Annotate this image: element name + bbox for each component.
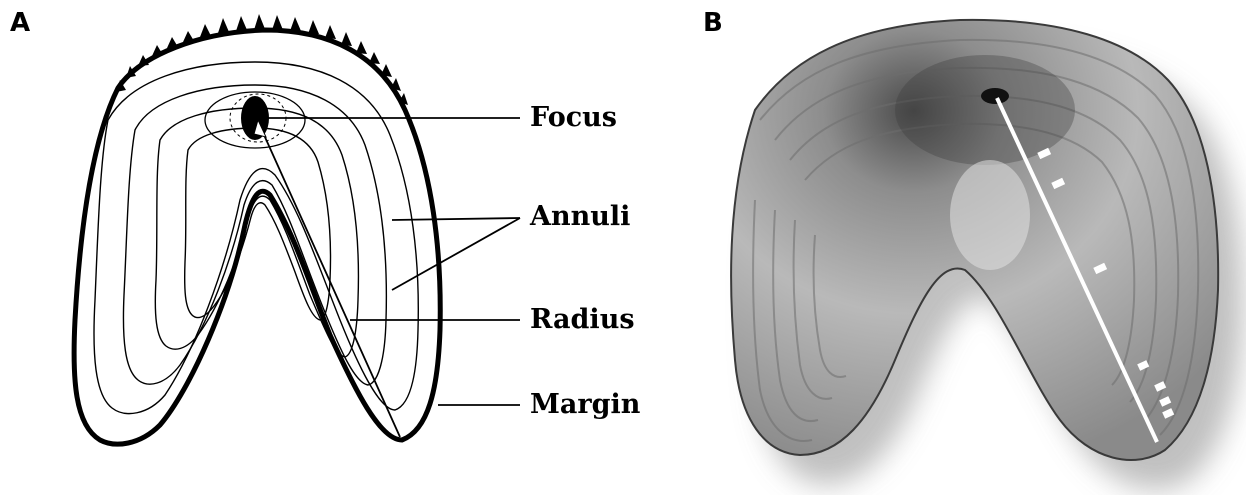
annuli-label: Annuli bbox=[530, 203, 630, 230]
margin-label: Margin bbox=[530, 391, 640, 418]
photo-scale-body bbox=[720, 10, 1230, 470]
radius-label: Radius bbox=[530, 306, 635, 333]
radius-arrow bbox=[254, 120, 400, 437]
photo-focus-mark bbox=[981, 88, 1009, 104]
annuli-leader-2 bbox=[392, 218, 520, 290]
scale-schematic bbox=[74, 14, 520, 444]
annuli-leader-1 bbox=[392, 218, 520, 220]
scale-photograph bbox=[720, 10, 1243, 490]
scale-focus-region bbox=[205, 92, 305, 148]
focus-label: Focus bbox=[530, 104, 617, 131]
